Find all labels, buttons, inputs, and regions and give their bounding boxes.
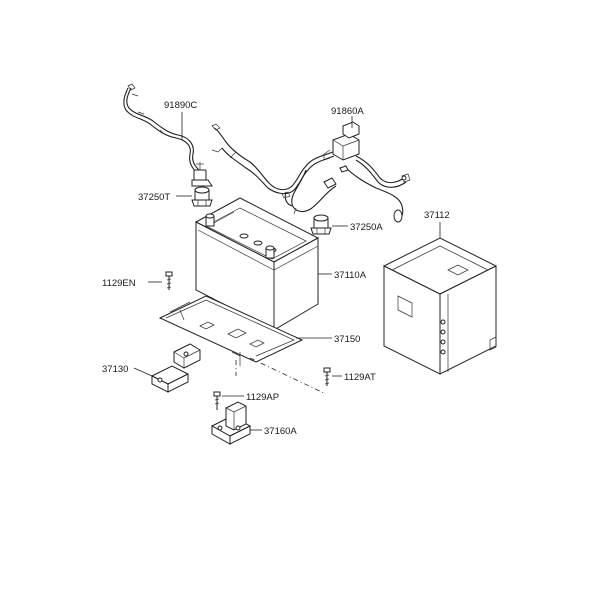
battery-37110a (194, 197, 320, 331)
positive-terminal-37250a (310, 214, 332, 235)
negative-cable-91890c (123, 83, 213, 187)
bolt-1129at (323, 367, 331, 386)
bracket-37130 (150, 343, 201, 393)
label-37130: 37130 (102, 364, 128, 375)
label-91890c: 91890C (164, 100, 197, 111)
battery-tray-37150 (158, 295, 304, 366)
label-1129at: 1129AT (344, 372, 376, 383)
clamp-37160a (210, 401, 252, 445)
battery-cover-37112 (382, 237, 498, 375)
label-37250t: 37250T (138, 192, 170, 203)
label-37160a: 37160A (264, 426, 297, 437)
assembly-centerline (249, 357, 327, 395)
label-1129en: 1129EN (102, 278, 136, 289)
label-37250a: 37250A (350, 222, 383, 233)
negative-terminal-37250t (191, 186, 213, 207)
bolt-1129en (165, 271, 173, 290)
positive-harness-91860a (211, 121, 411, 223)
label-1129ap: 1129AP (246, 392, 279, 403)
label-37110a: 37110A (334, 270, 367, 281)
bolt-1129ap (213, 391, 221, 410)
label-37112: 37112 (424, 210, 450, 221)
label-91860a: 91860A (331, 106, 364, 117)
label-37150: 37150 (334, 334, 360, 345)
